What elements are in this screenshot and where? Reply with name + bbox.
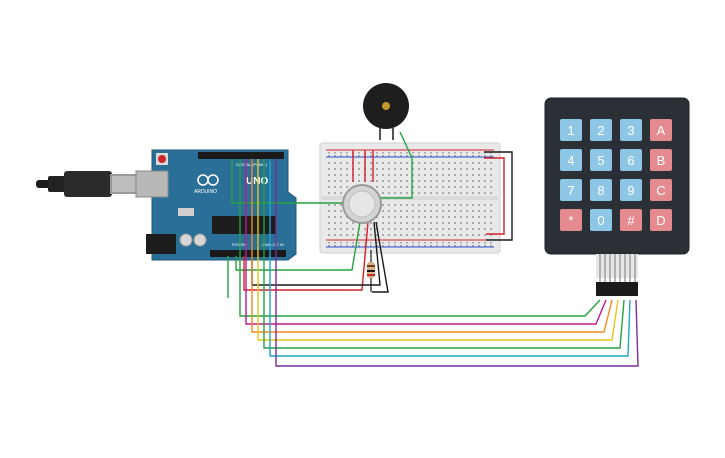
keypad-key-label: 3	[627, 123, 634, 138]
wires[interactable]	[227, 131, 639, 367]
keypad-key-D[interactable]: D	[650, 209, 672, 231]
keypad-key-*[interactable]: *	[560, 209, 582, 231]
buzzer-icon[interactable]	[363, 83, 409, 140]
keypad-key-3[interactable]: 3	[620, 119, 642, 141]
keypad-key-label: B	[657, 153, 666, 168]
keypad-key-label: 4	[567, 153, 574, 168]
breadboard-holes	[328, 152, 492, 247]
keypad-key-label: *	[568, 213, 573, 228]
keypad-key-label: A	[657, 123, 666, 138]
resistor-icon[interactable]	[367, 250, 375, 292]
keypad-key-9[interactable]: 9	[620, 179, 642, 201]
keypad-key-label: 6	[627, 153, 634, 168]
keypad-key-5[interactable]: 5	[590, 149, 612, 171]
keypad-key-label: 0	[597, 213, 604, 228]
keypad-key-7[interactable]: 7	[560, 179, 582, 201]
keypad-key-label: 8	[597, 183, 604, 198]
keypad-key-1[interactable]: 1	[560, 119, 582, 141]
arduino-brand-label: ARDUINO	[194, 189, 217, 195]
keypad-key-6[interactable]: 6	[620, 149, 642, 171]
keypad-key-label: C	[656, 183, 665, 198]
keypad-key-A[interactable]: A	[650, 119, 672, 141]
keypad-key-label: 9	[627, 183, 634, 198]
usb-cable-icon	[36, 171, 140, 197]
keypad-ribbon-connector	[596, 254, 638, 296]
keypad-key-4[interactable]: 4	[560, 149, 582, 171]
keypad-4x4[interactable]: 1 2 3 A 4 5 6 B 7 8 9 C * 0 # D	[544, 97, 690, 296]
keypad-key-2[interactable]: 2	[590, 119, 612, 141]
keypad-key-8[interactable]: 8	[590, 179, 612, 201]
keypad-key-label: 7	[567, 183, 574, 198]
keypad-key-C[interactable]: C	[650, 179, 672, 201]
arduino-uno-board[interactable]: ARDUINO UNO POWER ANALOG IN DIGITAL (PWM…	[36, 149, 297, 261]
keypad-key-B[interactable]: B	[650, 149, 672, 171]
keypad-keys: 1 2 3 A 4 5 6 B 7 8 9 C * 0 # D	[560, 119, 672, 231]
keypad-key-#[interactable]: #	[620, 209, 642, 231]
gas-sensor-icon[interactable]	[342, 184, 382, 224]
keypad-key-label: 1	[567, 123, 574, 138]
keypad-key-label: 2	[597, 123, 604, 138]
keypad-key-label: #	[627, 213, 635, 228]
arduino-model-label: UNO	[246, 176, 268, 187]
keypad-key-0[interactable]: 0	[590, 209, 612, 231]
arduino-analog-label: ANALOG IN	[262, 242, 284, 247]
keypad-key-label: 5	[597, 153, 604, 168]
keypad-key-label: D	[656, 213, 665, 228]
